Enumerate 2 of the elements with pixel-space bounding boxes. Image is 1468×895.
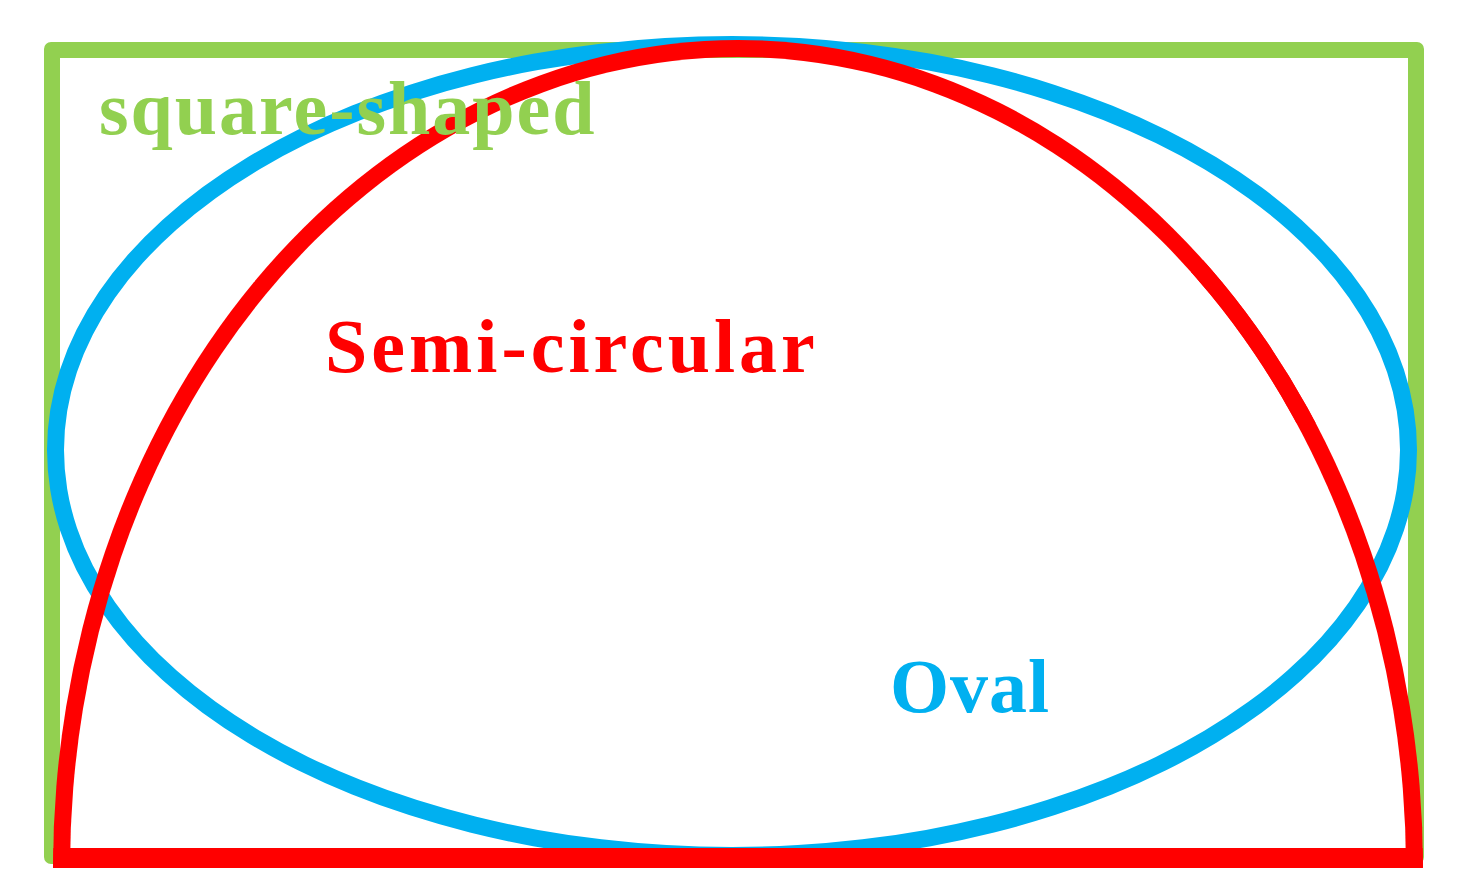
half-ellipse-label: Semi-circular	[325, 308, 819, 384]
ellipse-label: Oval	[890, 648, 1051, 724]
